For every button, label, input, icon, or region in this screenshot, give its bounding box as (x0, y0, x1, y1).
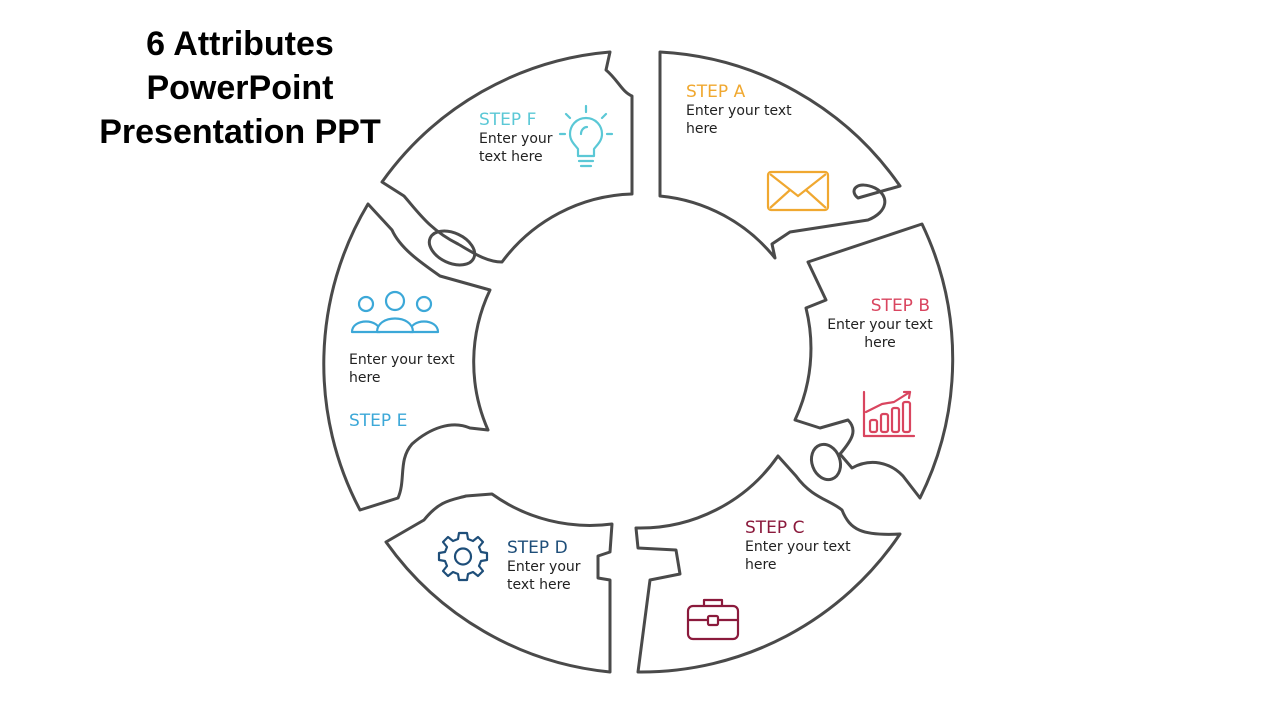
step-e-text-block: Enter your text here (349, 351, 469, 387)
step-d: STEP D Enter your text here (507, 538, 607, 594)
step-a-label: STEP A (686, 82, 746, 102)
lightbulb-icon (558, 104, 614, 168)
segment-e-outline (322, 202, 492, 512)
step-c-label: STEP C (745, 518, 805, 538)
page-title: 6 Attributes PowerPoint Presentation PPT (70, 22, 410, 154)
segment-d-outline (384, 492, 614, 674)
step-c: STEP C Enter your text here (745, 518, 875, 574)
step-b-text: Enter your text here (827, 317, 933, 351)
envelope-icon (766, 170, 830, 212)
segment-c-outline (634, 454, 902, 674)
step-d-label: STEP D (507, 538, 568, 558)
title-line-3: Presentation PPT (99, 113, 381, 151)
step-f: STEP F Enter your text here (479, 110, 569, 166)
step-c-text: Enter your text here (745, 539, 851, 573)
growth-chart-icon (862, 390, 916, 438)
title-line-2: PowerPoint (146, 69, 334, 107)
puzzle-tab-e (427, 229, 477, 267)
segment-b-outline (793, 222, 955, 500)
briefcase-icon (686, 598, 740, 641)
step-d-text: Enter your text here (507, 559, 581, 593)
step-f-label: STEP F (479, 110, 537, 130)
gear-icon (437, 531, 489, 582)
segment-f-outline (380, 50, 634, 264)
step-a-text: Enter your text here (686, 103, 792, 137)
step-e-text: Enter your text here (349, 352, 455, 386)
step-e-label: STEP E (349, 411, 408, 431)
step-a: STEP A Enter your text here (686, 82, 826, 138)
team-icon (350, 290, 440, 334)
step-b-label: STEP B (870, 296, 930, 316)
segment-a-outline (658, 50, 902, 260)
puzzle-tab-c (809, 442, 843, 482)
step-b: STEP B Enter your text here (824, 296, 936, 352)
title-line-1: 6 Attributes (146, 25, 334, 63)
step-e: STEP E (349, 411, 407, 431)
step-f-text: Enter your text here (479, 131, 553, 165)
